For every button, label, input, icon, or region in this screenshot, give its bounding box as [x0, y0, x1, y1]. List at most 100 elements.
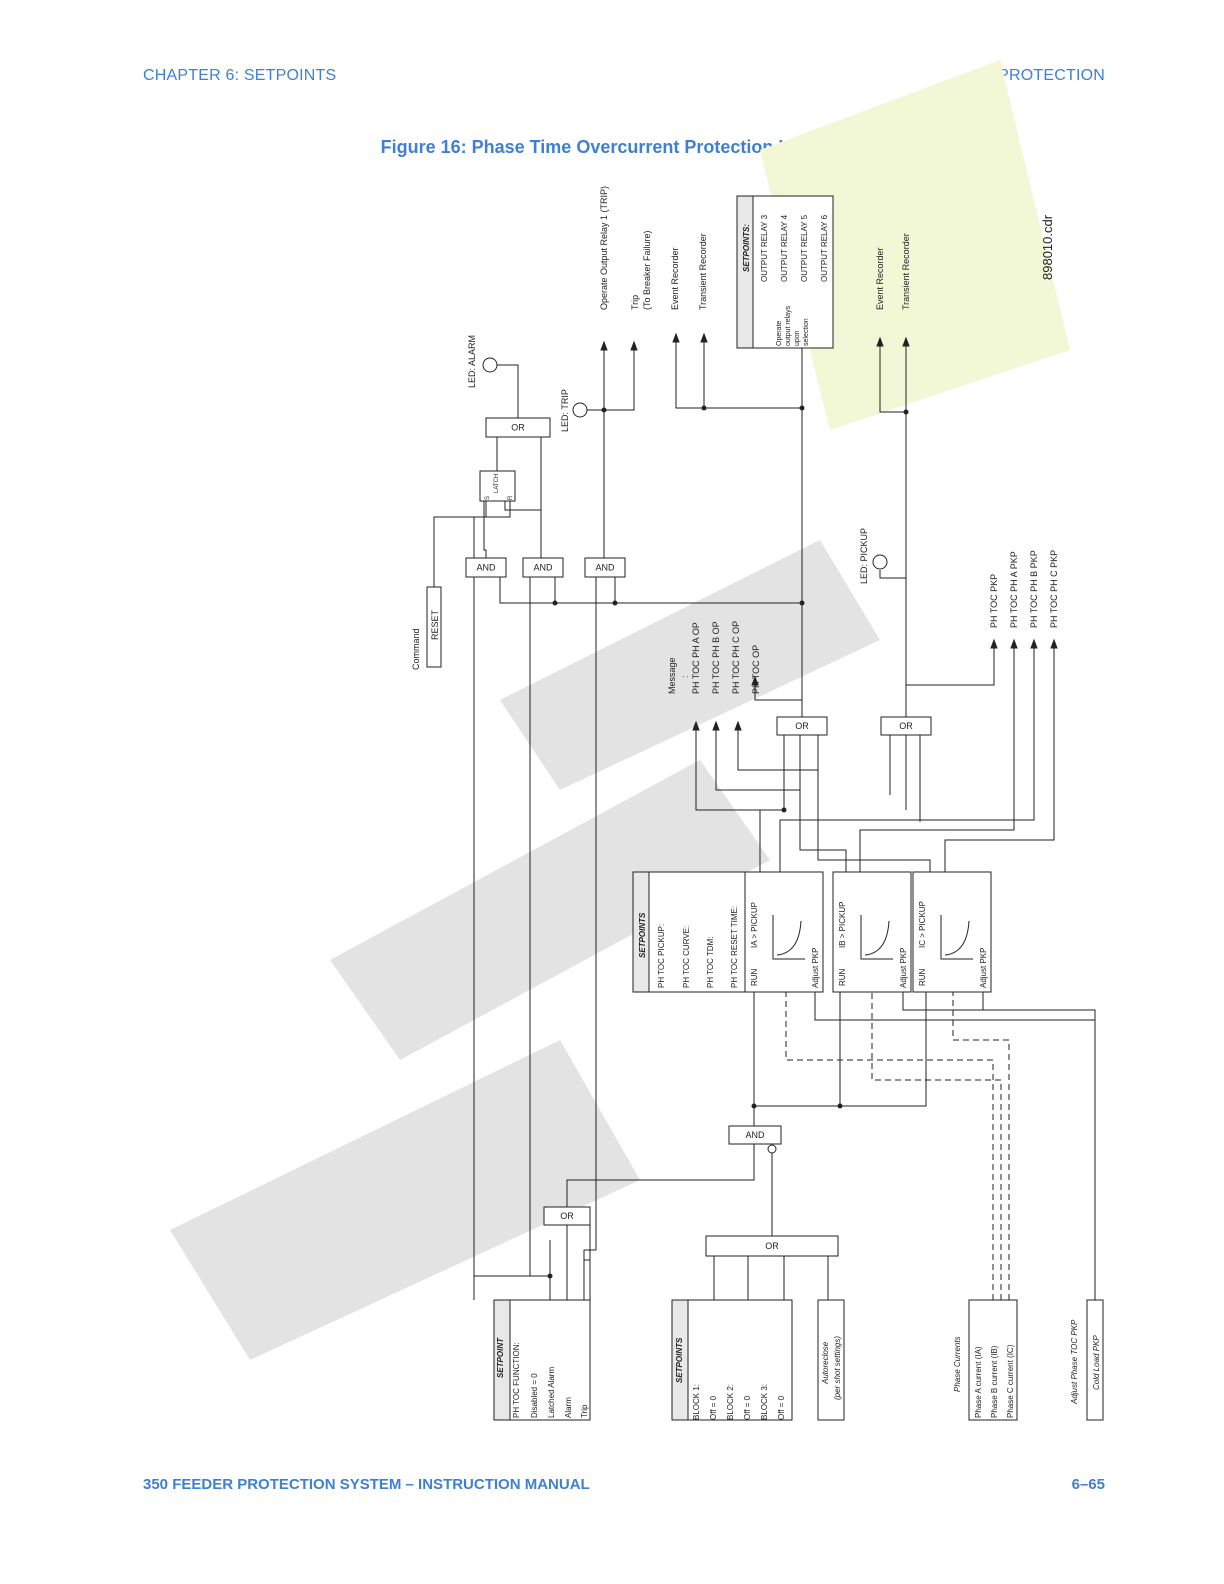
wire — [905, 648, 995, 717]
element-adjust-label: Adjust PKP — [979, 948, 988, 988]
autoreclose-sub-label: (per shot settings) — [833, 1336, 842, 1400]
element-adjust-label: Adjust PKP — [899, 948, 908, 988]
message-text: PH TOC OP — [751, 645, 761, 694]
wire — [587, 409, 605, 558]
block-setpoint-text: SETPOINTS — [675, 1337, 684, 1383]
wire — [879, 346, 907, 578]
toc-setpoint-text: PH TOC PICKUP: — [657, 924, 666, 988]
trip-label: Trip — [630, 295, 640, 310]
element-adjust-label: Adjust PKP — [811, 948, 820, 988]
trip-and-gate-label: AND — [595, 563, 615, 573]
pkp-or-gate — [880, 716, 932, 736]
pkp-or-gate-label: OR — [899, 721, 913, 731]
cold-load-label: Cold Load PKP — [1092, 1335, 1101, 1390]
relay-text: OUTPUT RELAY 4 — [780, 214, 789, 282]
wire — [675, 340, 802, 409]
block-setpoint-text: Off = 0 — [777, 1395, 786, 1420]
relay-text: OUTPUT RELAY 6 — [820, 214, 829, 282]
reset-label: RESET — [430, 609, 440, 640]
dashed-wire — [785, 992, 994, 1300]
relay-box-title-bar — [736, 195, 754, 349]
arrow-head — [1010, 638, 1018, 649]
cold-load-box — [1086, 1299, 1104, 1421]
wire — [483, 501, 487, 558]
setpoint-function-text: SETPOINT — [496, 1337, 505, 1378]
wire — [737, 735, 818, 771]
arrow-head — [600, 340, 608, 351]
pkp-output-text: PH TOC PKP — [989, 574, 999, 628]
arrow-head — [734, 720, 742, 731]
arrow-head — [672, 332, 680, 343]
page-number: 6–65 — [1071, 1476, 1105, 1493]
curve-axes — [772, 915, 805, 960]
alarm-or-gate-label: OR — [511, 423, 525, 433]
phase-current-text: Phase B current (IB) — [990, 1345, 999, 1418]
message-colon: : — [680, 675, 690, 678]
inverse-time-curve — [776, 920, 802, 956]
setpoint-function-text: PH TOC FUNCTION: — [512, 1342, 521, 1418]
wire — [814, 992, 1095, 1021]
block-setpoint-text: BLOCK 3: — [760, 1384, 769, 1420]
setpoint-function-text: Trip — [580, 1404, 589, 1418]
phase-currents-box — [968, 1299, 1018, 1421]
latch-s-label: S — [485, 496, 491, 500]
arrow-head — [712, 720, 720, 731]
arrow-head — [692, 720, 700, 731]
manual-footer: 350 FEEDER PROTECTION SYSTEM – INSTRUCTI… — [143, 1476, 590, 1493]
relay-operate-text: upon — [794, 330, 801, 346]
element-pickup-label: IC > PICKUP — [918, 901, 927, 948]
wire — [583, 1259, 590, 1300]
wire — [433, 501, 511, 587]
inverter-bubble — [767, 1144, 777, 1154]
autoreclose-box — [817, 1299, 845, 1421]
wire-layer — [433, 332, 1096, 1300]
wire — [944, 640, 1055, 872]
junction-dot — [799, 405, 805, 411]
section-header: S3 PROTECTION — [973, 67, 1105, 84]
arrow-head — [630, 340, 638, 351]
wire — [879, 570, 906, 579]
block-setpoint-text: Off = 0 — [743, 1395, 752, 1420]
toc-setpoint-text: PH TOC RESET TIME: — [730, 906, 739, 988]
pkp-output-text: PH TOC PH A PKP — [1009, 551, 1019, 628]
enable-and-gate — [728, 1125, 782, 1145]
autoreclose-label: Autoreclose — [821, 1341, 830, 1385]
event-recorder-label: Event Recorder — [875, 247, 885, 310]
element-run-label: RUN — [918, 968, 927, 986]
junction-dot — [781, 807, 787, 813]
toc-element-1 — [832, 871, 912, 993]
toc-setpoints-title-bar — [632, 871, 650, 993]
pkp-output-text: PH TOC PH B PKP — [1029, 550, 1039, 628]
dashed-wire — [871, 992, 1002, 1300]
wire — [982, 992, 1096, 1300]
inverse-time-curve — [864, 920, 890, 956]
arrow-head — [1050, 638, 1058, 649]
junction-dot — [601, 407, 607, 413]
chapter-header: CHAPTER 6: SETPOINTS — [143, 67, 337, 84]
element-pickup-label: IB > PICKUP — [838, 902, 847, 948]
block-setpoint-text: BLOCK 1: — [692, 1384, 701, 1420]
junction-dot — [701, 405, 707, 411]
block-setpoints-box — [671, 1299, 793, 1421]
reset-command-box — [426, 586, 442, 668]
toc-setpoints-box — [632, 871, 746, 993]
wire — [715, 735, 800, 791]
message-label: Message — [667, 657, 677, 694]
element-run-label: RUN — [838, 968, 847, 986]
arrow-head — [1030, 638, 1038, 649]
wire — [859, 640, 1015, 872]
wire — [604, 350, 635, 411]
wire — [902, 992, 1095, 1011]
element-pickup-label: IA > PICKUP — [750, 902, 759, 948]
relay-text: OUTPUT RELAY 3 — [760, 214, 769, 282]
message-text: PH TOC PH A OP — [691, 622, 701, 694]
function-or-gate-label: OR — [560, 1211, 574, 1221]
function-or-gate — [543, 1206, 591, 1226]
block-setpoint-text: BLOCK 2: — [726, 1384, 735, 1420]
latched-and-gate — [522, 557, 564, 578]
toc-setpoint-text: PH TOC CURVE: — [682, 926, 691, 988]
setpoint-function-text: Alarm — [564, 1397, 573, 1418]
arrow-head — [902, 336, 910, 347]
